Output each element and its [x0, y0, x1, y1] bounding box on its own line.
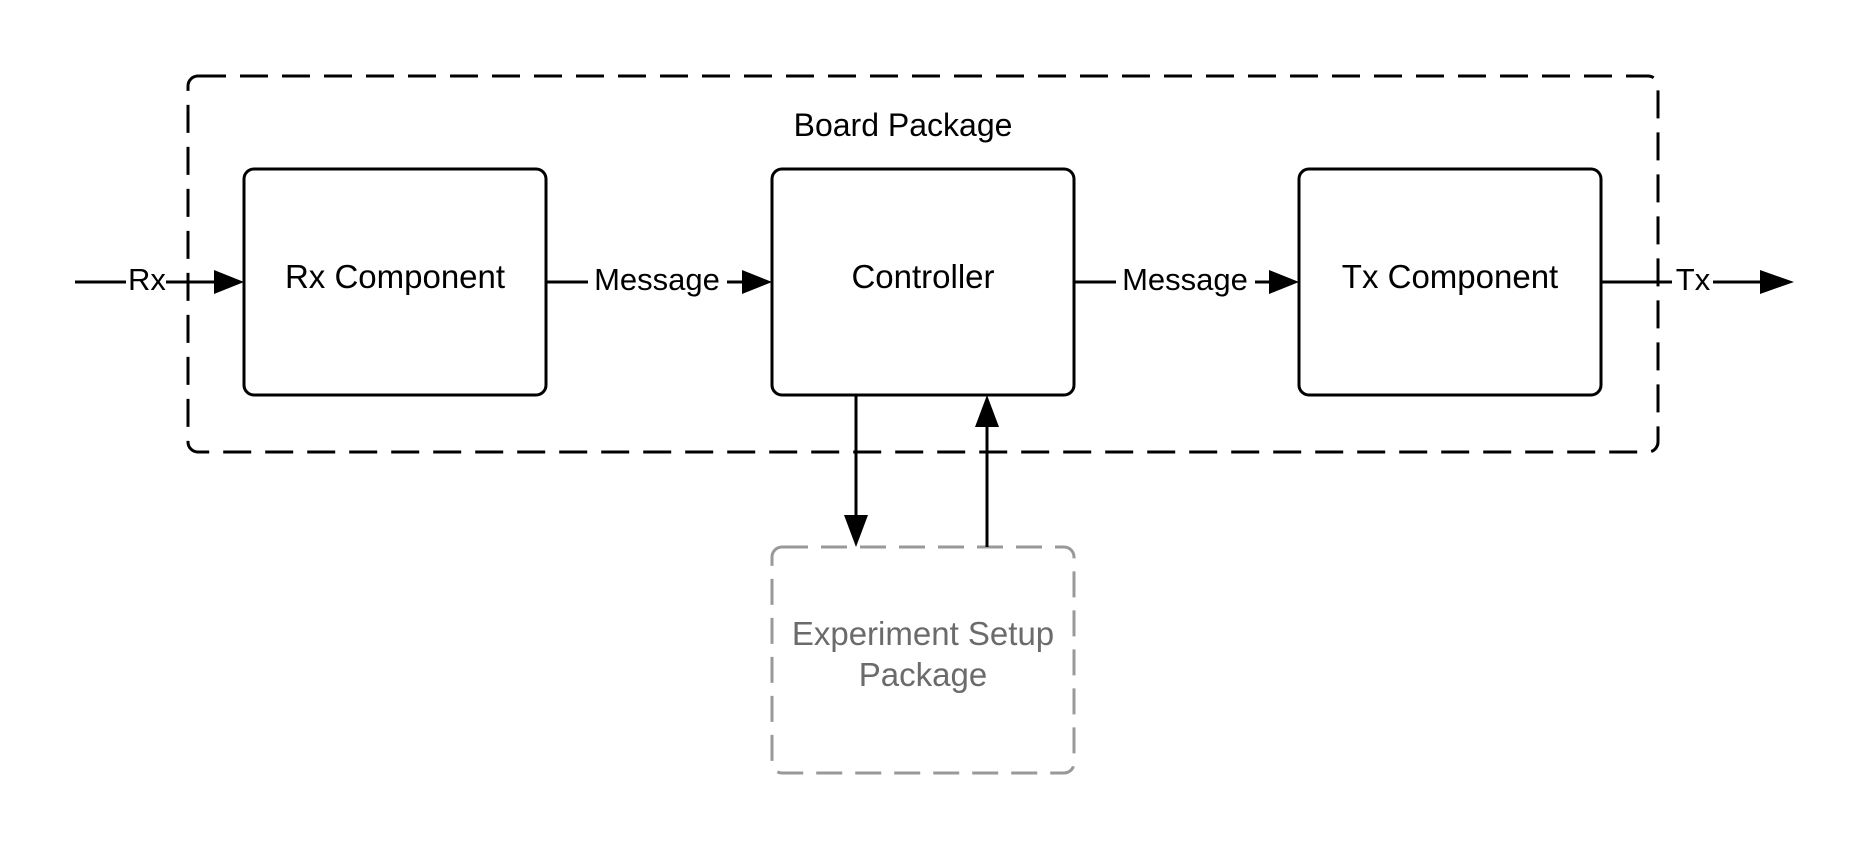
edge-experiment-setup-to-controller	[975, 395, 999, 547]
edge-tx-label: Tx	[1676, 262, 1711, 297]
rx-component-label: Rx Component	[285, 258, 505, 295]
board-package-label: Board Package	[794, 107, 1013, 143]
edge-controller-to-tx-label: Message	[1122, 262, 1248, 297]
board-package-boundary	[186, 74, 1660, 454]
edge-tx-output: Tx	[1601, 262, 1794, 297]
rx-component-node: Rx Component	[242, 167, 548, 397]
arrowhead-icon	[844, 515, 868, 547]
arrowhead-icon	[742, 270, 772, 294]
edge-controller-to-experiment-setup	[844, 395, 868, 547]
edge-rx-label: Rx	[128, 262, 166, 297]
tx-component-label: Tx Component	[1342, 258, 1558, 295]
controller-label: Controller	[851, 258, 994, 295]
arrowhead-icon	[1269, 270, 1299, 294]
arrowhead-icon	[975, 395, 999, 427]
arrowhead-icon	[1760, 270, 1794, 294]
edge-rx-to-controller-label: Message	[594, 262, 720, 297]
edge-controller-to-tx: Message	[1074, 262, 1299, 297]
arrowhead-icon	[214, 270, 244, 294]
controller-node: Controller	[770, 167, 1076, 397]
experiment-setup-label-line2: Package	[859, 656, 987, 693]
edge-rx-input: Rx	[75, 262, 244, 297]
experiment-setup-label-line1: Experiment Setup	[792, 615, 1054, 652]
experiment-setup-package-node: Experiment Setup Package	[770, 545, 1076, 775]
tx-component-node: Tx Component	[1297, 167, 1603, 397]
edge-rx-to-controller: Message	[546, 262, 772, 297]
